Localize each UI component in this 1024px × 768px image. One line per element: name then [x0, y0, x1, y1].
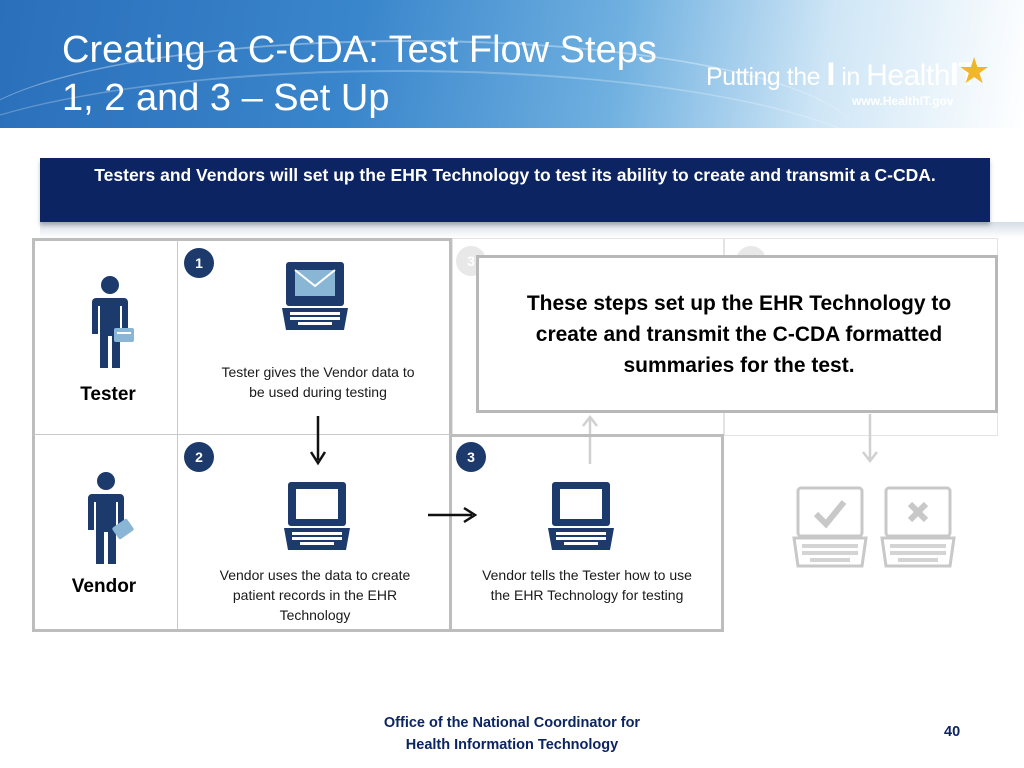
setup-callout-text: These steps set up the EHR Technology to… — [526, 292, 952, 377]
healthit-logo-wordmark: Putting the I in HealthIT — [706, 56, 978, 92]
tester-label: Tester — [80, 384, 136, 405]
footer-line-2: Health Information Technology — [405, 737, 619, 753]
step-badge-2: 2 — [184, 442, 214, 472]
grid-divider-vertical — [177, 240, 178, 630]
step-1-caption: Tester gives the Vendor data to be used … — [221, 364, 415, 400]
header-banner — [0, 0, 1024, 128]
step-badge-1: 1 — [184, 248, 214, 278]
step-2-caption: Vendor uses the data to create patient r… — [219, 567, 411, 623]
ghost-arrow-down-icon — [862, 414, 878, 464]
banner-shadow — [40, 222, 1024, 238]
grid-divider-horizontal — [34, 434, 450, 435]
laptop-fail-icon — [880, 486, 956, 568]
healthit-url: www.HealthIT.gov — [852, 94, 954, 108]
laptop-icon — [284, 482, 350, 550]
laptop-email-icon — [282, 262, 348, 330]
vendor-label: Vendor — [71, 576, 137, 597]
page-title: Creating a C-CDA: Test Flow Steps 1, 2 a… — [62, 26, 657, 122]
tester-person-icon — [92, 276, 134, 368]
footer-office-name: Office of the National Coordinator for H… — [340, 712, 684, 756]
page-number: 40 — [944, 724, 961, 740]
page-title-line-1: Creating a C-CDA: Test Flow Steps — [62, 29, 657, 71]
ghost-arrow-up-icon — [582, 414, 598, 464]
laptop-icon-step-3 — [548, 482, 614, 550]
arrow-right-icon — [428, 506, 478, 524]
healthit-logo: Putting the I in HealthIT ★ www.HealthIT… — [706, 50, 1006, 116]
arrow-down-icon — [309, 416, 327, 466]
test-flow-grid — [32, 238, 452, 632]
star-icon: ★ — [958, 50, 991, 91]
setup-callout-box: These steps set up the EHR Technology to… — [476, 255, 998, 413]
laptop-pass-icon — [792, 486, 868, 568]
step-3-cell — [452, 434, 724, 632]
header-wave-decoration-2 — [0, 70, 900, 128]
step-3-caption: Vendor tells the Tester how to use the E… — [482, 567, 692, 603]
intro-banner: Testers and Vendors will set up the EHR … — [40, 158, 990, 222]
footer-line-1: Office of the National Coordinator for — [383, 715, 641, 731]
page-title-line-2: 1, 2 and 3 – Set Up — [62, 77, 390, 119]
step-badge-3: 3 — [456, 442, 486, 472]
vendor-person-icon — [88, 472, 134, 564]
header-wave-decoration — [0, 40, 860, 128]
